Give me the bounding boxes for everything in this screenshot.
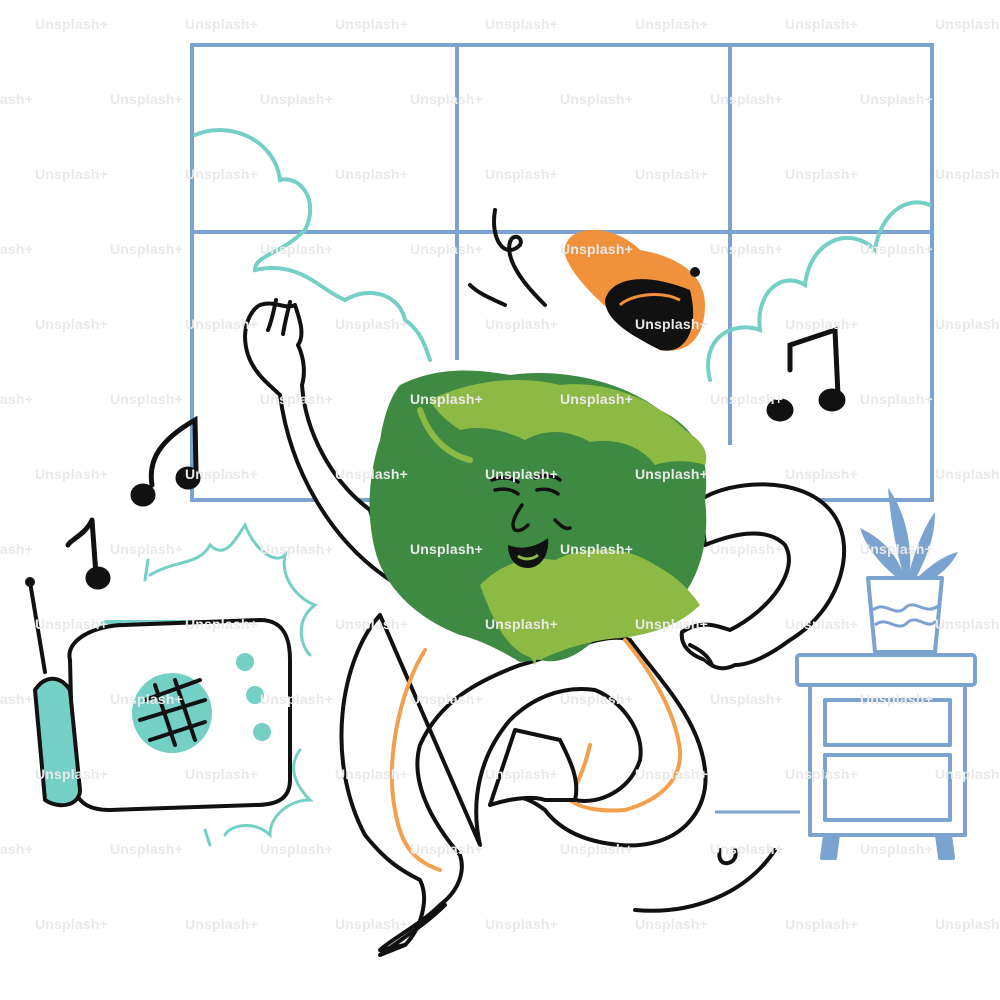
face [490, 474, 572, 533]
motion-lines [468, 208, 777, 913]
mouth [508, 538, 549, 568]
character-body [243, 298, 846, 957]
music-note-icon [65, 517, 111, 590]
potted-plant-icon [860, 488, 958, 654]
radio-icon [25, 577, 292, 812]
nightstand [795, 653, 977, 860]
cabbage-head [369, 370, 707, 665]
clouds [193, 128, 932, 382]
music-note-icon [766, 326, 846, 422]
cap-icon [564, 229, 705, 351]
sound-burst [143, 521, 319, 847]
music-note-icon [130, 415, 201, 507]
